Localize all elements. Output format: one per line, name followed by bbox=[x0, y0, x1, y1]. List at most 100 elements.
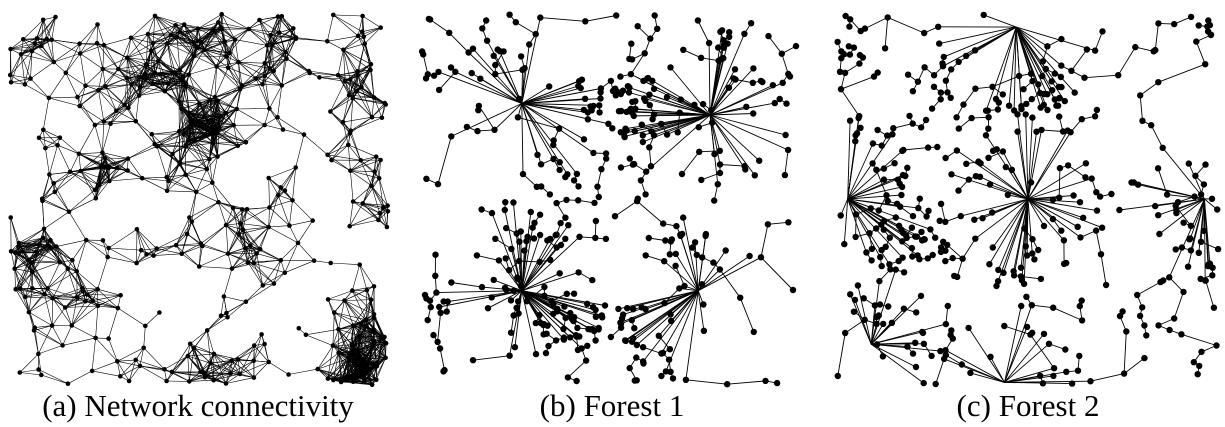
graph-node bbox=[362, 379, 367, 385]
tree-node bbox=[423, 175, 430, 182]
graph-node bbox=[210, 180, 215, 185]
graph-node bbox=[193, 189, 199, 195]
graph-edge bbox=[20, 39, 24, 55]
graph-edge bbox=[118, 64, 147, 70]
graph-edge bbox=[158, 60, 173, 73]
tree-node bbox=[1055, 95, 1063, 102]
tree-node bbox=[1148, 122, 1155, 129]
tree-node bbox=[957, 212, 964, 220]
graph-edge bbox=[344, 300, 367, 327]
graph-edge bbox=[225, 224, 246, 249]
graph-edge bbox=[352, 97, 385, 104]
graph-edge bbox=[21, 54, 54, 63]
tree-node bbox=[567, 309, 574, 317]
graph-edge bbox=[38, 137, 58, 146]
graph-edge bbox=[319, 74, 339, 78]
graph-edge bbox=[91, 361, 118, 372]
graph-edge bbox=[224, 41, 227, 57]
tree-edge bbox=[521, 88, 601, 104]
graph-node bbox=[372, 339, 377, 345]
graph-edge bbox=[360, 160, 380, 179]
graph-edge bbox=[206, 312, 227, 331]
graph-edge bbox=[343, 35, 359, 51]
graph-edge bbox=[245, 248, 249, 263]
graph-node bbox=[195, 26, 201, 32]
graph-edge bbox=[279, 32, 297, 39]
graph-edge bbox=[102, 152, 128, 171]
graph-edge bbox=[135, 121, 155, 145]
tree-node bbox=[673, 222, 680, 230]
graph-node bbox=[371, 95, 377, 100]
tree-edge bbox=[1027, 178, 1092, 200]
graph-edge bbox=[15, 289, 30, 313]
graph-edge bbox=[259, 19, 280, 33]
tree-node bbox=[469, 45, 477, 52]
graph-node bbox=[251, 375, 257, 380]
graph-edge bbox=[43, 211, 70, 230]
graph-edge bbox=[154, 72, 187, 87]
graph-node bbox=[378, 157, 383, 163]
tree-node bbox=[478, 206, 485, 213]
tree-node bbox=[947, 94, 954, 102]
graph-edge bbox=[56, 246, 77, 272]
graph-node bbox=[196, 264, 202, 269]
graph-edge bbox=[102, 152, 109, 169]
tree-node bbox=[560, 325, 567, 333]
tree-node bbox=[597, 85, 605, 92]
graph-edge bbox=[156, 248, 182, 255]
graph-edge bbox=[277, 16, 280, 33]
graph-edge bbox=[350, 156, 377, 171]
graph-edge bbox=[105, 86, 117, 111]
tree-node bbox=[1028, 95, 1035, 103]
tree-node bbox=[448, 133, 455, 140]
graph-node bbox=[57, 259, 63, 265]
tree-node bbox=[1033, 128, 1040, 135]
tree-node bbox=[689, 244, 696, 251]
graph-edge bbox=[238, 226, 269, 235]
graph-node bbox=[166, 81, 171, 86]
tree-node bbox=[1155, 322, 1162, 329]
graph-edge bbox=[195, 168, 208, 193]
graph-edge bbox=[264, 343, 269, 363]
tree-node bbox=[708, 107, 715, 114]
graph-node bbox=[133, 119, 139, 124]
graph-edge bbox=[214, 85, 243, 98]
graph-edge bbox=[231, 360, 241, 375]
graph-edge bbox=[227, 234, 239, 254]
tree-node bbox=[514, 298, 522, 305]
graph-edge bbox=[344, 289, 368, 301]
graph-node bbox=[379, 115, 385, 120]
graph-edge bbox=[176, 28, 198, 38]
graph-edge bbox=[349, 94, 375, 98]
graph-edge bbox=[213, 353, 241, 375]
tree-node bbox=[904, 343, 911, 350]
graph-node bbox=[225, 315, 230, 320]
tree-edge bbox=[631, 290, 699, 343]
tree-node bbox=[868, 257, 875, 264]
graph-edge bbox=[247, 248, 261, 263]
graph-edge bbox=[71, 301, 86, 326]
tree-node bbox=[913, 309, 920, 316]
tree-node bbox=[502, 199, 509, 206]
graph-edge bbox=[352, 97, 375, 99]
graph-edge bbox=[269, 200, 293, 208]
tree-node bbox=[982, 132, 990, 139]
graph-edge bbox=[194, 55, 217, 67]
tree-edge bbox=[960, 198, 1029, 217]
tree-node bbox=[555, 125, 563, 132]
graph-node bbox=[346, 92, 352, 98]
graph-edge bbox=[77, 85, 86, 98]
graph-node bbox=[193, 122, 198, 128]
tree-edge bbox=[1031, 304, 1054, 309]
graph-edge bbox=[65, 72, 78, 98]
tree-node bbox=[634, 23, 641, 30]
graph-edge bbox=[246, 207, 270, 210]
graph-node bbox=[325, 376, 331, 381]
tree-node bbox=[573, 170, 581, 178]
tree-edge bbox=[1030, 334, 1055, 369]
graph-edge bbox=[218, 201, 241, 224]
tree-node bbox=[589, 304, 597, 311]
tree-node bbox=[632, 98, 639, 105]
graph-edge bbox=[359, 264, 368, 291]
tree-node bbox=[643, 168, 650, 175]
